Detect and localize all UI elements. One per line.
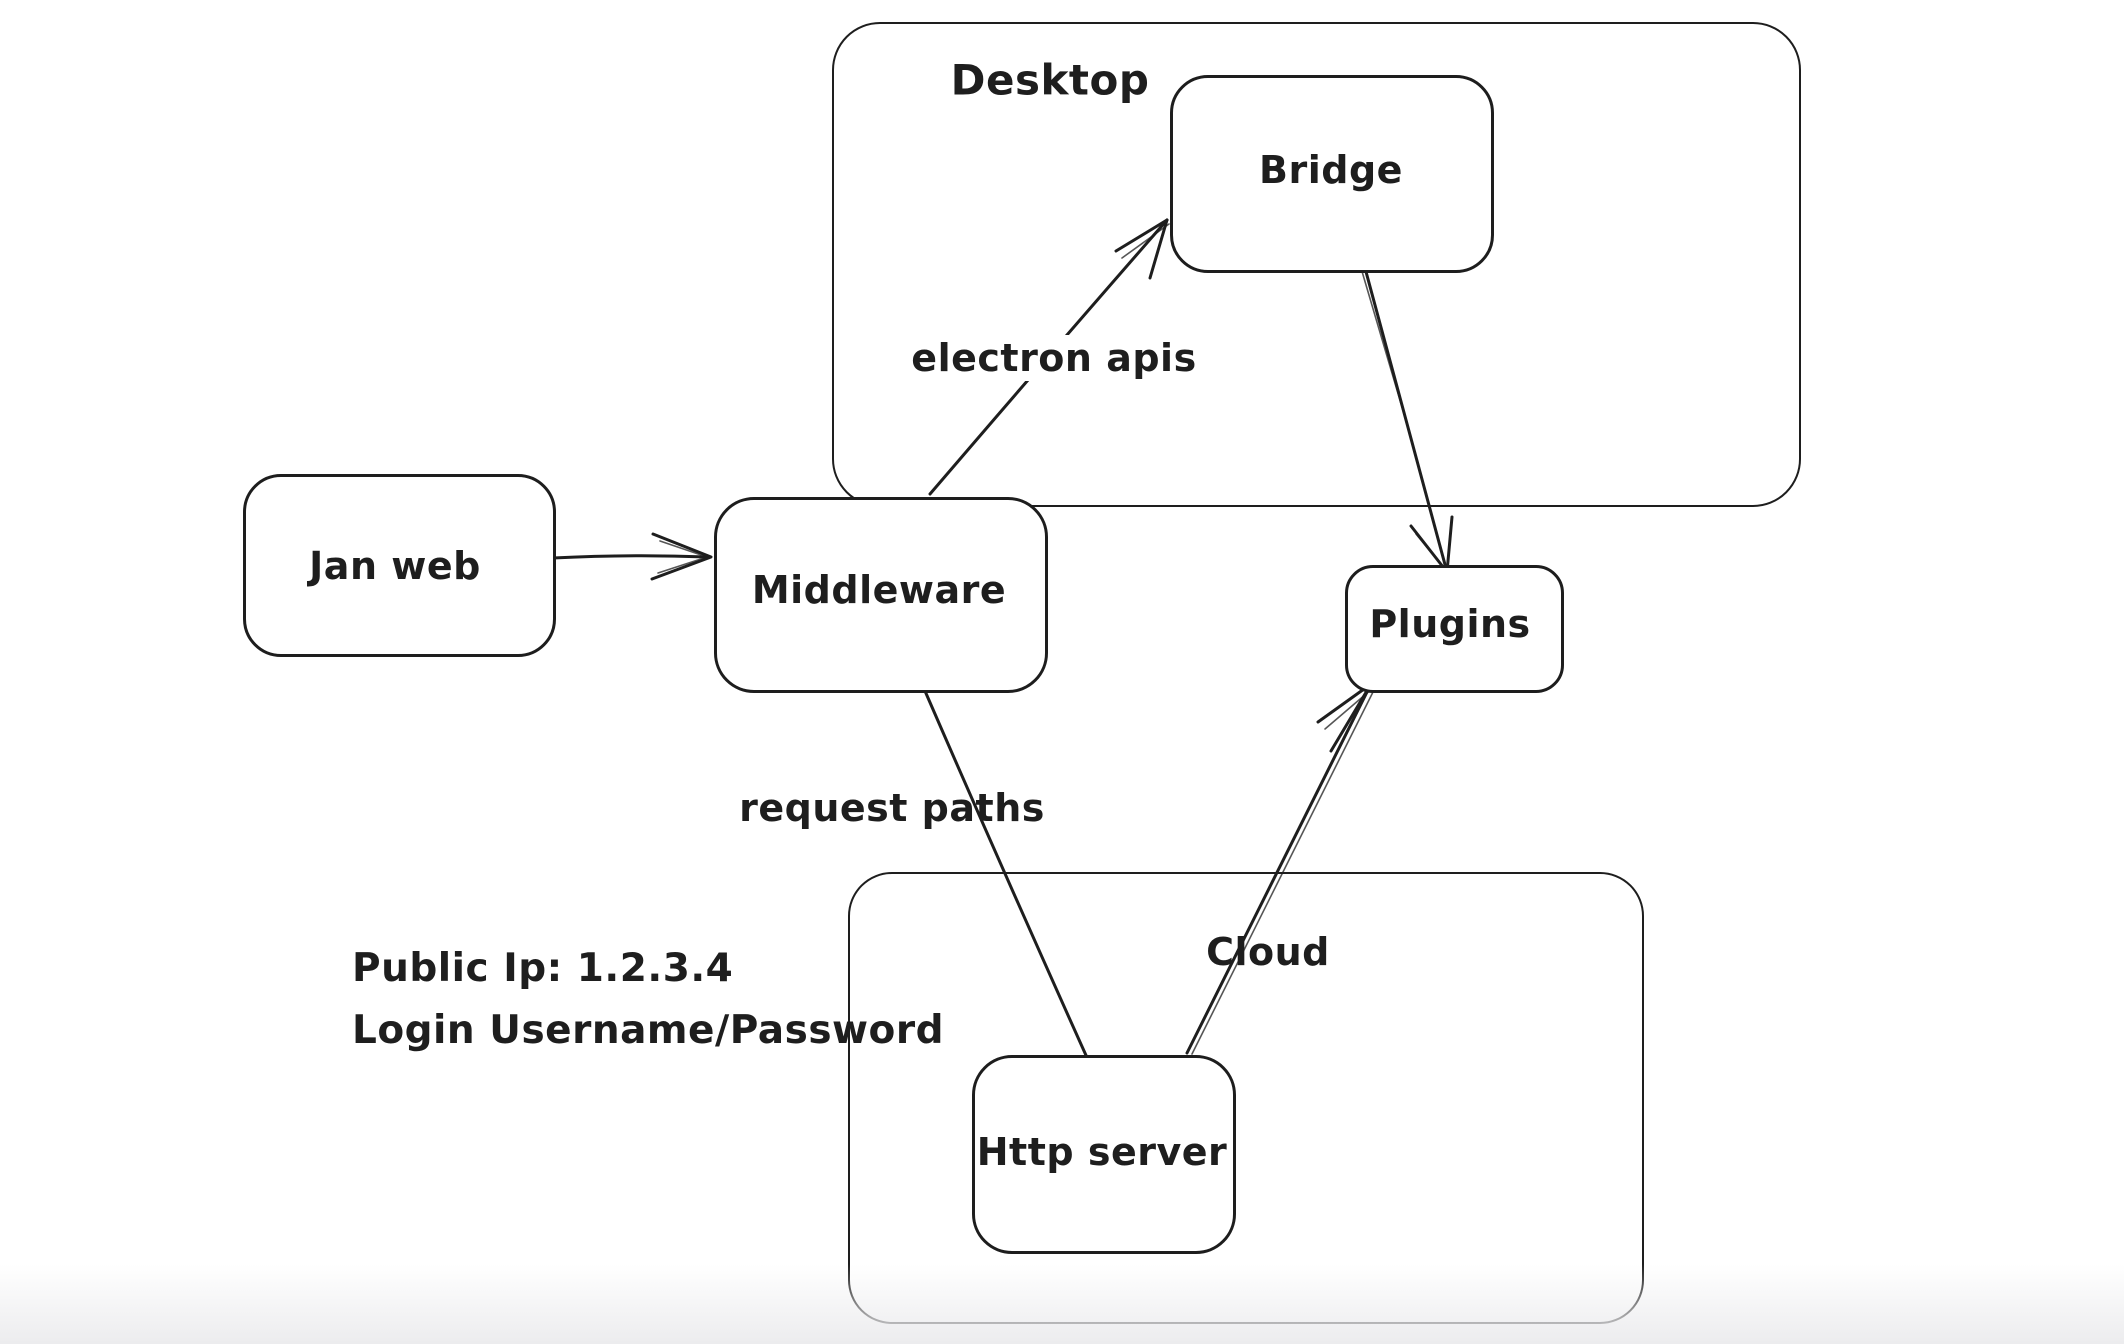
edge-janweb-to-middleware [551,532,713,581]
http-server-node [972,1055,1236,1254]
jan-web-node [243,474,556,657]
edge-httpserver-to-plugins [1185,682,1376,1055]
middleware-node [714,497,1048,693]
request-paths-edge-label: request paths [739,786,1045,830]
cloud-container-label: Cloud [1206,930,1330,974]
server-access-note: Public Ip: 1.2.3.4 Login Username/Passwo… [352,938,944,1062]
public-ip-line: Public Ip: 1.2.3.4 [352,946,734,991]
jan-web-node-label: Jan web [309,544,481,588]
desktop-container [832,22,1801,507]
http-server-node-label: Http server [976,1130,1228,1174]
bridge-node [1170,75,1494,273]
edge-bridge-to-plugins [1360,266,1454,574]
plugins-node [1345,565,1564,693]
login-line: Login Username/Password [352,1008,945,1053]
electron-apis-edge-label: electron apis [903,335,1205,381]
desktop-container-label: Desktop [950,55,1150,105]
edge-middleware-to-httpserver [923,689,1091,1064]
middleware-node-label: Middleware [751,568,1007,612]
bridge-node-label: Bridge [1259,148,1403,192]
plugins-node-label: Plugins [1369,602,1531,646]
